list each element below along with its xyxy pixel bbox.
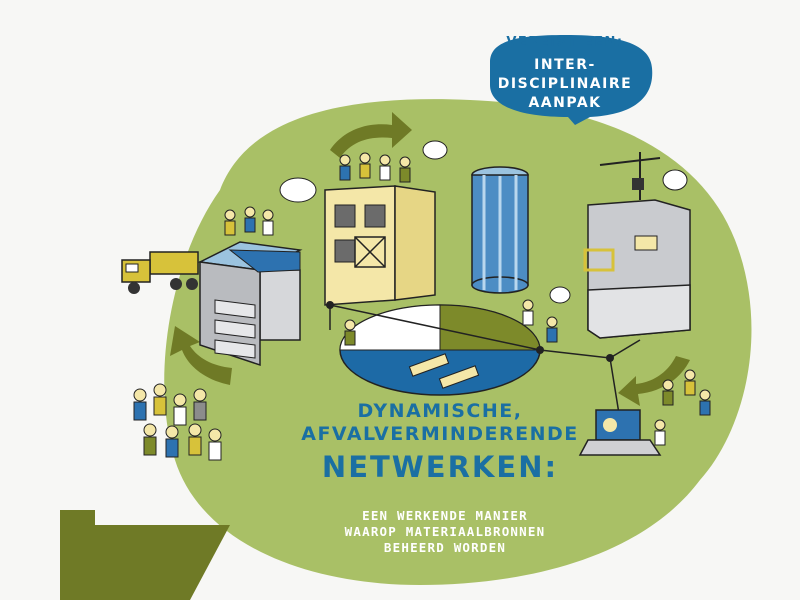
bubble-line: DISCIPLINAIRE [497, 76, 633, 92]
network-node [326, 301, 334, 309]
subtitle-line: WAAROP MATERIAALBRONNEN [344, 524, 546, 539]
curved-arrow-right [618, 356, 690, 406]
glass-tower [471, 166, 529, 294]
bubble-line: AANPAK [528, 95, 602, 111]
subtitle-line: EEN WERKENDE MANIER [362, 508, 528, 523]
headline-main: NETWERKEN: [321, 450, 559, 484]
building-with-crane [583, 152, 691, 339]
subtitle-line: BEHEERD WORDEN [383, 540, 507, 555]
people-crowd [133, 152, 711, 461]
headline-line: AFVALVERMINDERENDE [301, 423, 579, 445]
network-node [606, 354, 614, 362]
bubble-text: INTER- DISCIPLINAIRE AANPAK [470, 56, 660, 113]
building-under-renovation [324, 185, 436, 306]
headline-intro: DYNAMISCHE, AFVALVERMINDERENDE [300, 400, 580, 446]
truck-icon [121, 251, 199, 294]
office-building-left [197, 241, 303, 367]
curved-arrow-left [170, 326, 232, 385]
bubble-pre-label: VEREIST EEN: [506, 35, 624, 50]
headline-line: DYNAMISCHE, [357, 400, 523, 422]
thought-bubbles [279, 140, 688, 304]
laptop-icon [578, 409, 662, 456]
curved-arrow-top [330, 112, 412, 158]
speech-bubble-shape [490, 35, 653, 125]
network-node [536, 346, 544, 354]
materials-hub [339, 304, 541, 396]
bubble-line: INTER- [534, 57, 596, 73]
speech-bubble: VEREIST EEN: INTER- DISCIPLINAIRE AANPAK [470, 35, 660, 113]
olive-arrow-shape [60, 510, 230, 600]
subtitle: EEN WERKENDE MANIER WAAROP MATERIAALBRON… [310, 508, 580, 556]
